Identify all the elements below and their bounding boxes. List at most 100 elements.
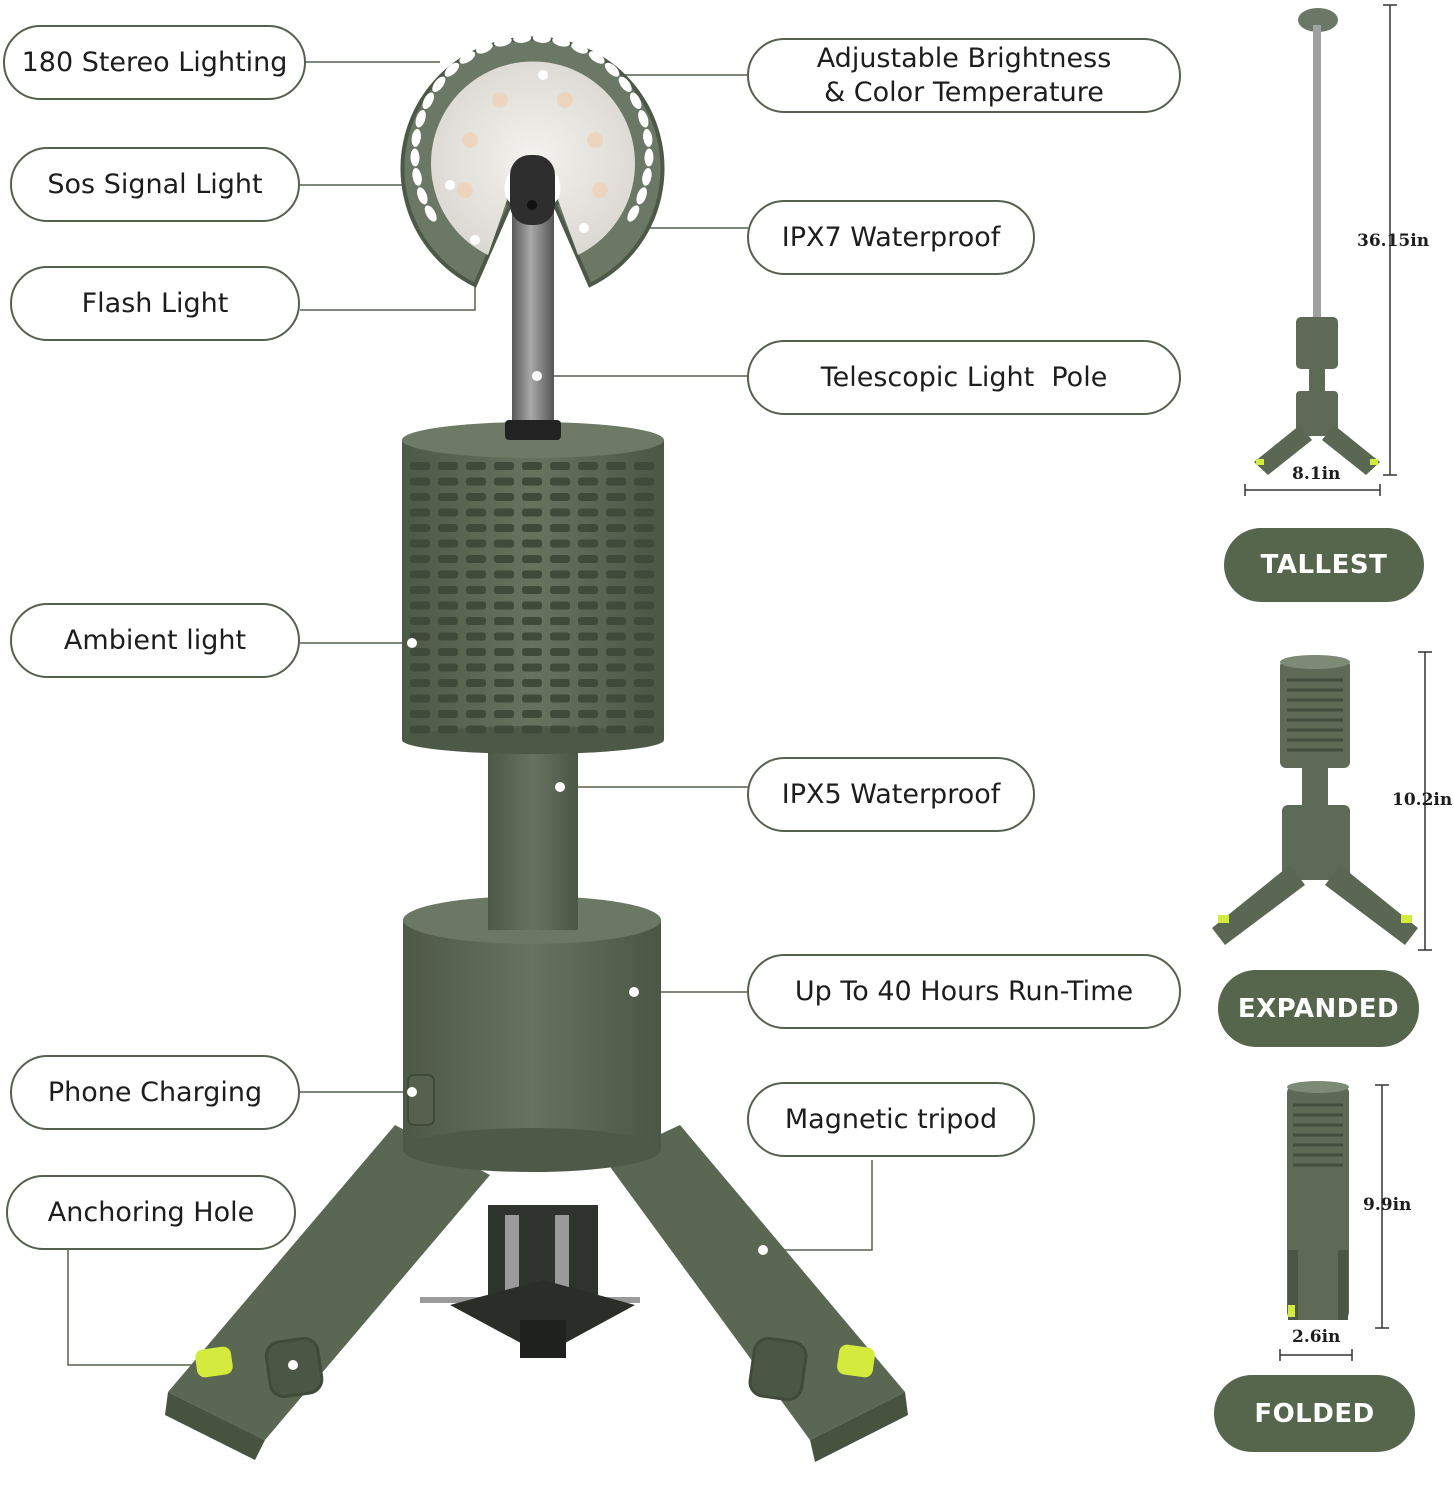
grille-slot [522,555,542,563]
grille-slot [606,539,626,548]
grille-slot [578,539,598,548]
grille-slot [466,710,486,718]
grille-slot [494,524,514,532]
grille-slot [494,663,514,672]
grille-slot [578,617,598,625]
grille-slot [522,539,542,548]
grille-slot [410,663,430,672]
grille-slot [466,493,486,501]
grille-slot [522,601,542,610]
grille-slot [634,663,654,672]
vent-hole [636,187,647,205]
callout-text: IPX5 Waterproof [781,778,1001,810]
grille-slot [466,632,486,641]
grille-slot [550,694,570,703]
callout-telescopic-pole: Telescopic Light Pole [747,340,1181,415]
grille-slot [522,710,542,718]
callout-text: Sos Signal Light [47,168,263,200]
tallest-view [1254,8,1380,475]
callout-ambient-light: Ambient light [10,603,300,678]
grille-slot [494,586,514,594]
grille-slot [550,539,570,548]
grille-slot [438,694,458,703]
grille-slot [634,725,654,734]
callout-text: IPX7 Waterproof [781,221,1001,253]
vent-hole [422,92,435,110]
grille-slot [494,632,514,641]
vent-hole [417,187,428,205]
grille-slot [522,679,542,687]
grille-slot [550,555,570,563]
grille-slot [634,555,654,563]
grille-slot [522,632,542,641]
grille-slot [550,617,570,625]
grille-slot [522,570,542,579]
grille-slot [494,710,514,718]
grille-slot [550,648,570,656]
grille-slot [578,601,598,610]
grille-slot [438,524,458,532]
grille-slot [606,508,626,517]
grille-slot [550,601,570,610]
callout-adjustable-brightness: Adjustable Brightness & Color Temperatur… [747,38,1181,113]
folded-width-label: 2.6in [1292,1327,1341,1347]
grille-slot [634,493,654,501]
grille-slot [578,462,598,470]
grille-slot [606,524,626,532]
grille-slot [494,725,514,734]
grille-slot [522,725,542,734]
callout-phone-charging: Phone Charging [10,1055,300,1130]
cylinder-grille [410,462,654,734]
vent-hole [412,168,422,186]
grille-slot [522,586,542,594]
grille-slot [494,570,514,579]
grille-slot [410,694,430,703]
grille-slot [494,694,514,703]
vent-hole [494,36,512,47]
vent-hole [415,110,426,128]
expanded-view [1212,655,1418,945]
grille-slot [466,725,486,734]
head-vent-holes [410,33,654,222]
lamp-neck [488,745,578,930]
callout-text: Up To 40 Hours Run-Time [794,975,1134,1007]
grille-slot [606,570,626,579]
grille-slot [578,710,598,718]
grille-slot [550,570,570,579]
callout-stereo-lighting: 180 Stereo Lighting [3,25,306,100]
grille-slot [494,555,514,563]
grille-slot [606,648,626,656]
grille-slot [410,601,430,610]
callout-text: Magnetic tripod [784,1103,998,1135]
grille-slot [466,524,486,532]
grille-slot [410,570,430,579]
vent-hole [552,36,570,47]
grille-slot [410,725,430,734]
grille-slot [410,493,430,501]
folded-dimension-lines [1279,1084,1389,1361]
callout-text: Anchoring Hole [47,1196,255,1228]
grille-slot [606,679,626,687]
grille-slot [634,648,654,656]
mode-badge-expanded: EXPANDED [1218,970,1419,1047]
grille-slot [410,679,430,687]
callout-text: Ambient light [63,624,247,656]
callout-text: Flash Light [81,287,229,319]
tripod-center [420,1205,640,1358]
grille-slot [550,663,570,672]
grille-slot [438,539,458,548]
grille-slot [494,601,514,610]
grille-slot [466,694,486,703]
lamp-base-body [403,896,661,1172]
mode-badge-folded: FOLDED [1214,1375,1415,1452]
grille-slot [466,601,486,610]
vent-hole [459,51,476,64]
grille-slot [494,493,514,501]
grille-slot [466,539,486,548]
grille-slot [438,570,458,579]
grille-slot [410,462,430,470]
vent-hole [627,205,640,222]
grille-slot [466,462,486,470]
grille-slot [494,617,514,625]
grille-slot [634,586,654,594]
